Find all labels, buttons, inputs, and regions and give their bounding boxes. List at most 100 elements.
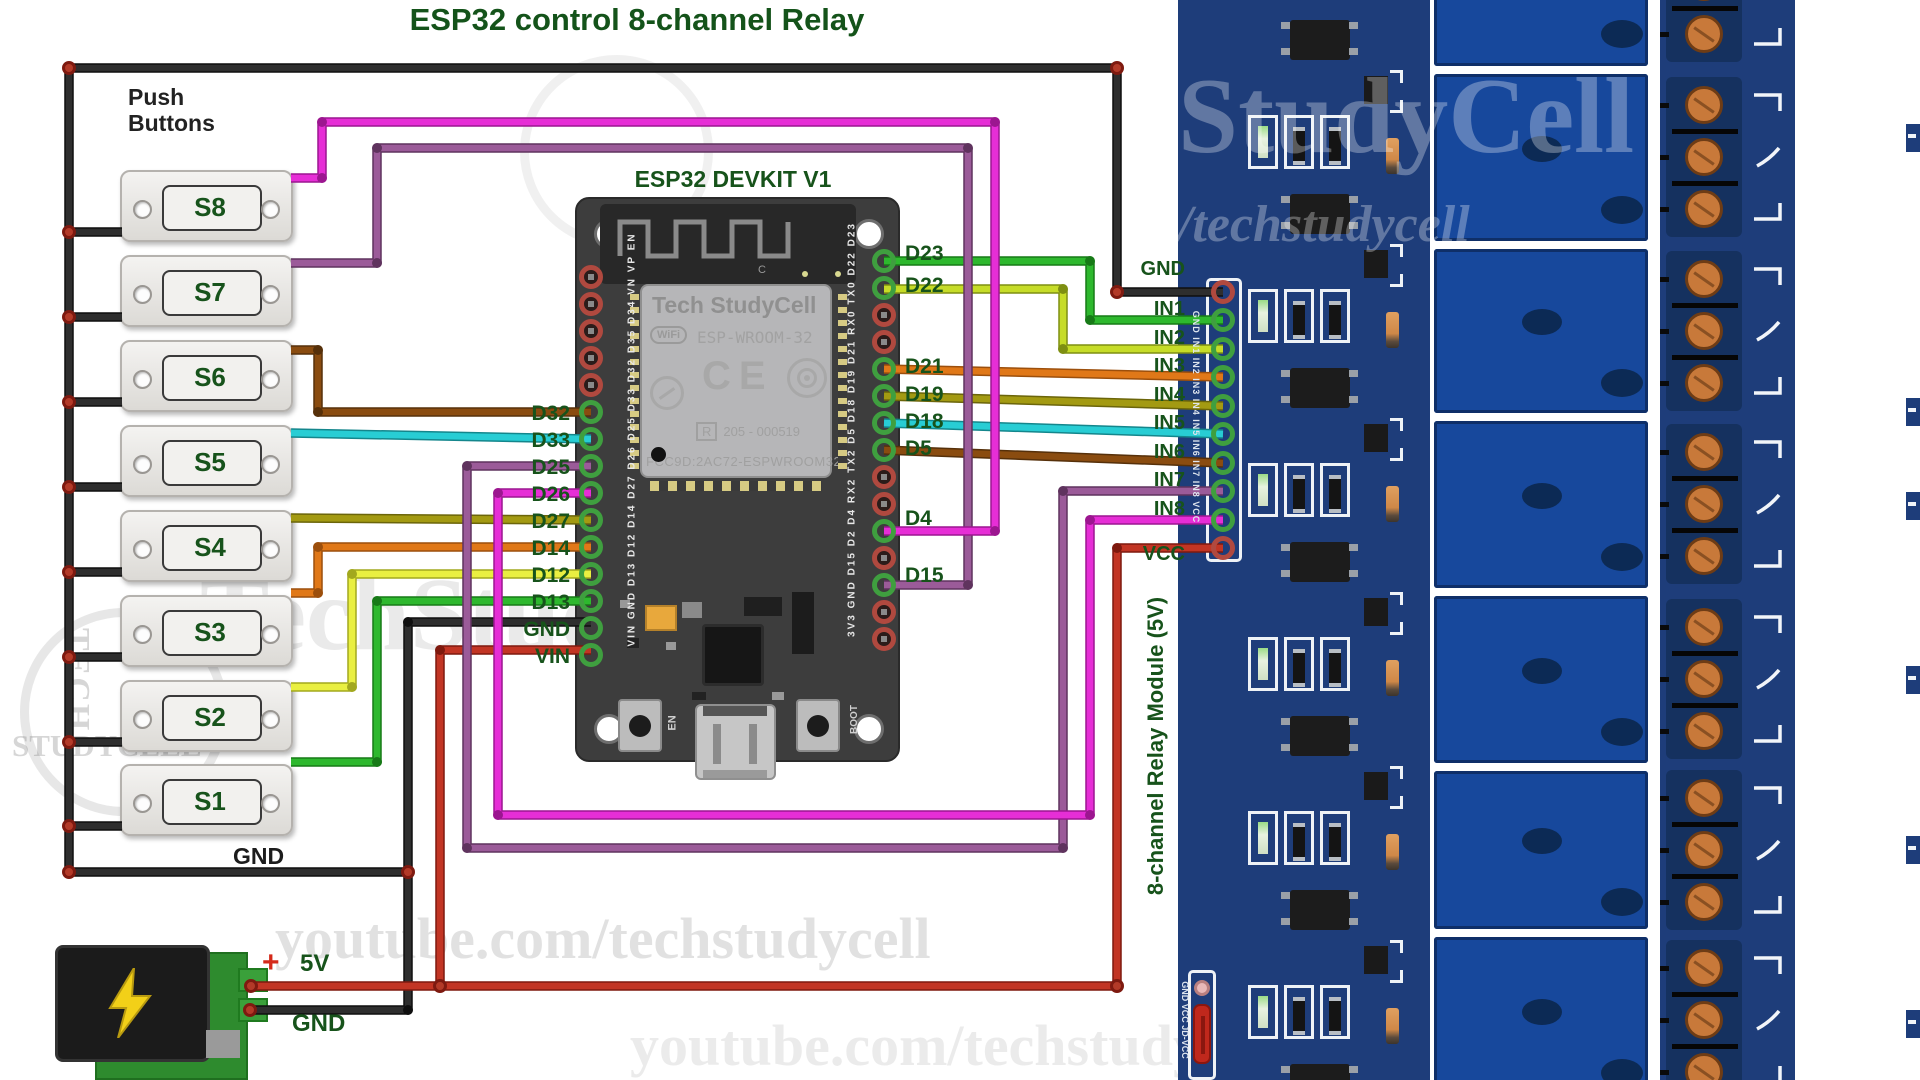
relay-pin-in8[interactable] — [1211, 508, 1235, 532]
ic-pin — [1281, 22, 1290, 29]
junction-dot — [62, 735, 76, 749]
push-button-s1[interactable]: S1 — [120, 764, 293, 836]
label-esp-d27: D27 — [531, 510, 570, 533]
terminal-screw[interactable] — [1685, 608, 1723, 646]
terminal-screw[interactable] — [1685, 1001, 1723, 1039]
label-esp-d14: D14 — [531, 537, 570, 560]
reg-r: R — [696, 422, 718, 441]
wire-d22-in2 — [884, 285, 1223, 353]
terminal-screw[interactable] — [1685, 312, 1723, 350]
terminal-divider — [1672, 703, 1738, 708]
esp-pin-d21[interactable] — [872, 357, 896, 381]
terminal-screw[interactable] — [1685, 364, 1723, 402]
push-button-s5[interactable]: S5 — [120, 425, 293, 497]
terminal-screw[interactable] — [1685, 433, 1723, 471]
relay-pin-in7[interactable] — [1211, 479, 1235, 503]
terminal-screw[interactable] — [1685, 1053, 1723, 1080]
terminal-screw[interactable] — [1685, 537, 1723, 575]
input-header-outline — [1206, 278, 1242, 562]
terminal-screw[interactable] — [1685, 660, 1723, 698]
relay-pin-in6[interactable] — [1211, 451, 1235, 475]
transistor — [1364, 250, 1388, 278]
esp-pin-d5[interactable] — [872, 438, 896, 462]
esp-pin-d32[interactable] — [579, 400, 603, 424]
esp-pin-d33[interactable] — [579, 427, 603, 451]
relay-pin-in2[interactable] — [1211, 337, 1235, 361]
push-button-s3[interactable]: S3 — [120, 595, 293, 667]
relay-pin-gnd[interactable] — [1211, 280, 1235, 304]
terminal-slot — [1660, 155, 1669, 160]
push-button-s4[interactable]: S4 — [120, 510, 293, 582]
relay-pin-in1[interactable] — [1211, 308, 1235, 332]
terminal-screw[interactable] — [1685, 949, 1723, 987]
module-castellation-left — [630, 294, 639, 469]
esp-pin-d25[interactable] — [579, 454, 603, 478]
bend-point — [1058, 843, 1068, 853]
relay-pin-in3[interactable] — [1211, 365, 1235, 389]
esp-pin-d18[interactable] — [872, 411, 896, 435]
terminal-slot — [1660, 450, 1669, 455]
esp-pin-d26[interactable] — [579, 481, 603, 505]
ic-pin — [1349, 744, 1358, 751]
terminal-screw[interactable] — [1685, 15, 1723, 53]
jumper-cap[interactable] — [1193, 1004, 1211, 1064]
bend-point — [347, 569, 357, 579]
terminal-divider — [1672, 651, 1738, 656]
status-led — [1248, 811, 1278, 865]
gold-component — [645, 605, 677, 631]
relay-pin-in5[interactable] — [1211, 422, 1235, 446]
esp-pin-d22[interactable] — [872, 276, 896, 300]
terminal-screw[interactable] — [1685, 883, 1723, 921]
ic-pin — [1281, 48, 1290, 55]
esp-pin-d4[interactable] — [872, 519, 896, 543]
terminal-screw[interactable] — [1685, 190, 1723, 228]
esp-pin-d27[interactable] — [579, 508, 603, 532]
esp-pin-vin[interactable] — [579, 643, 603, 667]
ic-pin — [1349, 22, 1358, 29]
esp-pin-d23[interactable] — [872, 249, 896, 273]
label-relay-in6: IN6 — [1153, 441, 1185, 463]
junction-dot — [62, 865, 76, 879]
push-button-s7[interactable]: S7 — [120, 255, 293, 327]
esp-pin-d12[interactable] — [579, 562, 603, 586]
esp-pin-gnd[interactable] — [579, 616, 603, 640]
bend-point — [1085, 515, 1095, 525]
terminal-screw[interactable] — [1685, 86, 1723, 124]
bend-point — [313, 542, 323, 552]
terminal-screw[interactable] — [1685, 712, 1723, 750]
silk-bracket — [1390, 244, 1403, 257]
esp-pin-d13[interactable] — [579, 589, 603, 613]
push-button-s8[interactable]: S8 — [120, 170, 293, 242]
relay-coil-mark — [1522, 135, 1562, 162]
transistor — [1364, 772, 1388, 800]
esp-pin-d14[interactable] — [579, 535, 603, 559]
ic-pin — [1281, 544, 1290, 551]
terminal-slot — [1660, 796, 1669, 801]
junction-dot — [62, 61, 76, 75]
wire-d5-in6 — [883, 446, 1224, 467]
relay-pin-in4[interactable] — [1211, 394, 1235, 418]
esp-pin-d15[interactable] — [872, 573, 896, 597]
psu-gnd-label: GND — [292, 1010, 346, 1037]
wire-gnd-main-bus — [65, 64, 1223, 876]
junction-dot — [401, 865, 415, 879]
push-button-s2[interactable]: S2 — [120, 680, 293, 752]
relay-coil-mark — [1522, 657, 1562, 684]
esp-pin-d19[interactable] — [872, 384, 896, 408]
terminal-slot — [1660, 277, 1669, 282]
relay-coil-mark — [1522, 828, 1562, 854]
ic-pin — [1281, 744, 1290, 751]
terminal-screw[interactable] — [1685, 779, 1723, 817]
relay-pin-vcc[interactable] — [1211, 536, 1235, 560]
ic-pin — [1281, 892, 1290, 899]
terminal-screw[interactable] — [1685, 138, 1723, 176]
push-button-s6[interactable]: S6 — [120, 340, 293, 412]
terminal-slot — [1660, 554, 1669, 559]
terminal-slot — [1660, 729, 1669, 734]
relay-coil-mark — [1601, 369, 1643, 397]
terminal-screw[interactable] — [1685, 831, 1723, 869]
terminal-screw[interactable] — [1685, 485, 1723, 523]
transistor — [1364, 76, 1388, 104]
terminal-screw[interactable] — [1685, 260, 1723, 298]
